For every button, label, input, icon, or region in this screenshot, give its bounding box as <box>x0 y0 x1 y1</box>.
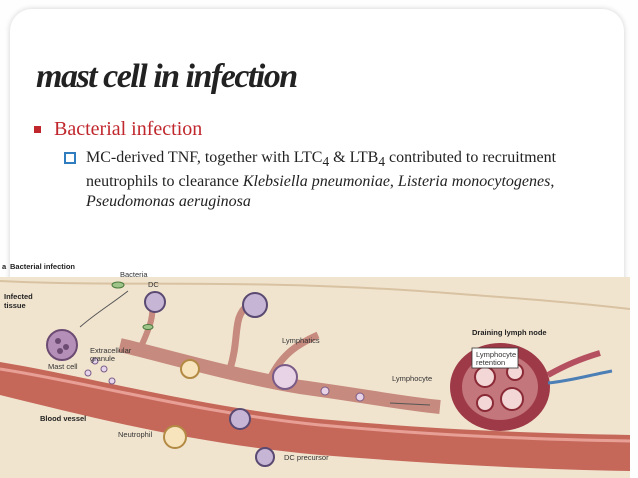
label-lymphocyte: Lymphocyte <box>392 374 432 383</box>
label-lymphocyte-box-2: retention <box>476 358 505 367</box>
bacteria-icon <box>111 281 125 289</box>
sub-bullet-text: MC-derived TNF, together with LTC4 & LTB… <box>86 148 619 212</box>
follicle-3 <box>476 394 494 412</box>
label-draining-lymph-node: Draining lymph node <box>472 328 547 337</box>
follicle-1 <box>474 366 496 388</box>
square-bullet-icon <box>34 126 41 133</box>
neutrophil-cell <box>163 425 187 449</box>
checkbox-bullet-icon <box>64 152 76 164</box>
label-lymphocyte-box-1: Lymphocyte <box>476 350 516 359</box>
extracellular-granule <box>91 357 99 365</box>
separator-1: , <box>389 173 398 191</box>
extracellular-granule <box>108 377 116 385</box>
sub-text-2: & LTB <box>329 149 379 166</box>
label-infected: Infected <box>4 292 33 301</box>
vessel-highlight <box>0 367 630 443</box>
infection-diagram: a Bacterial infection Bacteria DC Infect… <box>0 257 630 478</box>
dc-cell <box>242 292 268 318</box>
blood-vessel <box>0 362 630 471</box>
subscript-ltb: 4 <box>378 154 386 170</box>
lymphocyte-cell <box>355 392 365 402</box>
bullet-text: Bacterial infection <box>54 118 203 140</box>
neutrophil-cell <box>180 359 200 379</box>
organism-1: Klebsiella pneumoniae <box>242 173 390 191</box>
organism-2: Listeria monocytogenes <box>397 173 551 191</box>
bullet-bacterial-infection: Bacterial infection <box>34 118 202 141</box>
node-vessel-red <box>546 350 601 378</box>
mast-cell-granule <box>55 338 61 344</box>
lymphatic-vessel <box>118 338 441 414</box>
arrow <box>79 290 129 328</box>
label-dc-precursor: DC precursor <box>284 453 329 462</box>
dc-precursor-cell <box>255 447 275 467</box>
mast-cell-granule <box>63 344 69 350</box>
panel-title: Bacterial infection <box>10 262 75 271</box>
label-mast-cell: Mast cell <box>48 362 78 371</box>
follicle-2 <box>500 387 524 411</box>
tissue-edge <box>0 280 630 310</box>
mast-cell-granule <box>57 348 63 354</box>
label-tissue: tissue <box>4 301 26 310</box>
lymphocyte-cell <box>320 386 330 396</box>
label-neutrophil: Neutrophil <box>118 430 153 439</box>
mast-cell <box>46 329 78 361</box>
extracellular-granule <box>84 369 92 377</box>
sub-text-1: MC-derived TNF, together with LTC <box>86 149 323 166</box>
dc-cell <box>144 291 166 313</box>
diagram-svg: a Bacterial infection Bacteria DC Infect… <box>0 262 630 478</box>
sub-bullet: MC-derived TNF, together with LTC4 & LTB… <box>64 148 619 212</box>
separator-2: , <box>550 173 555 191</box>
arrow <box>389 402 431 406</box>
label-dc: DC <box>148 280 159 289</box>
dc-precursor-cell <box>229 408 251 430</box>
sub-text-3: contributed to recruitment neutrophils t… <box>86 149 557 191</box>
label-bacteria: Bacteria <box>120 270 148 279</box>
subscript-ltc: 4 <box>322 154 330 170</box>
lymphocyte-cell <box>272 364 298 390</box>
slide-title: mast cell in infection <box>36 58 298 95</box>
label-extracellular: Extracellular <box>90 346 132 355</box>
lymphocyte-retention-box <box>471 347 519 369</box>
node-vessel-blue <box>547 369 613 385</box>
extracellular-granule <box>100 365 108 373</box>
bacteria-icon <box>142 324 154 330</box>
label-blood-vessel: Blood vessel <box>40 414 86 423</box>
panel-label: a <box>2 262 7 271</box>
label-granule: granule <box>90 354 115 363</box>
label-lymphatics: Lymphatics <box>282 336 320 345</box>
organism-3: Pseudomonas aeruginosa <box>86 193 251 211</box>
